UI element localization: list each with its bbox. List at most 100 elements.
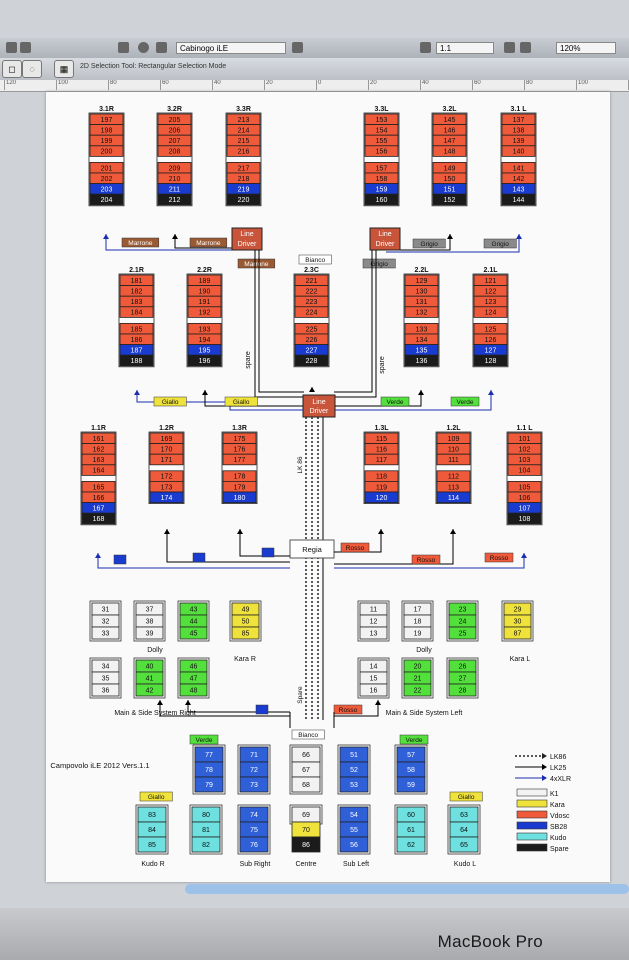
class-icon[interactable] (138, 42, 149, 53)
green-box-frame (446, 600, 479, 642)
vdosc-box (364, 145, 399, 157)
rect-select-button[interactable]: ◻ (2, 60, 22, 78)
kara-box-label: 50 (242, 619, 250, 626)
tag-rosso-label: Rosso (339, 707, 358, 714)
vdosc-box-label: 115 (376, 436, 387, 443)
sb28-box-frame (237, 744, 271, 795)
legend-sb28-label: SB28 (550, 824, 567, 831)
vdosc-box-label: 118 (376, 474, 387, 481)
tag-marrone-label: Marrone (244, 261, 269, 268)
sb28-box-frame (192, 744, 226, 795)
settings-button[interactable]: ▦ (54, 60, 74, 78)
ruler-tick: 20 (264, 80, 273, 90)
layer-icon[interactable] (118, 42, 129, 53)
k1-box (91, 626, 120, 640)
k1-box-label: 37 (146, 607, 154, 614)
sb28-box-label: 219 (238, 187, 250, 194)
sb28-box (194, 776, 224, 793)
green-box-frame (401, 657, 434, 699)
vdosc-box-label: 129 (416, 278, 428, 285)
vdosc-box-label: 150 (444, 176, 456, 183)
arrow-icon (378, 529, 384, 534)
sb28-box-label: 71 (250, 752, 258, 759)
sb28-box-label: 107 (519, 506, 531, 513)
k1-box-label: 67 (302, 767, 310, 774)
gear-icon[interactable] (292, 42, 303, 53)
tag-grigio-label: Grigio (421, 241, 439, 248)
move-tool-icon[interactable] (20, 42, 31, 53)
ruler-tick: 120 (4, 80, 16, 90)
horizontal-scrollbar[interactable] (185, 884, 629, 894)
tag-verde-label: Verde (406, 737, 423, 744)
arrow-icon (185, 700, 191, 705)
vdosc-box-label: 201 (101, 165, 113, 172)
lk25-cable (386, 234, 520, 253)
vdosc-box-label: 101 (519, 436, 531, 443)
ruler-tick: 0 (316, 80, 321, 90)
tag-bianco-label: Bianco (305, 257, 325, 264)
vdosc-box (187, 306, 222, 318)
spare-vertical-label: Spare (297, 686, 304, 704)
vdosc-box-label: 223 (306, 299, 318, 306)
vdosc-box-label: 190 (199, 289, 211, 296)
tag-bianco-label: Bianco (298, 732, 318, 739)
vdosc-box-label: 218 (238, 176, 250, 183)
centre-label: Centre (295, 861, 316, 868)
hang-title: 3.2L (442, 106, 457, 113)
scale-field[interactable]: 1.1 (436, 42, 494, 54)
k1-box (359, 683, 388, 697)
legend-xlr-label: 4xXLR (550, 776, 571, 783)
version-label: Campovolo iLE 2012 Vers.1.1 (50, 761, 149, 770)
green-box-label: 28 (459, 688, 467, 695)
kudo-box-label: 82 (202, 842, 210, 849)
vdosc-box-label: 112 (448, 474, 459, 481)
arrow-icon (103, 234, 109, 239)
spare-box (473, 354, 508, 367)
sb28-box-label: 56 (350, 842, 358, 849)
sb28-box-label: 127 (485, 348, 497, 355)
arrow-tool-icon[interactable] (6, 42, 17, 53)
spare-box-label: 128 (485, 358, 497, 365)
tag-giallo-label: Giallo (162, 399, 179, 406)
k1-box-label: 32 (102, 619, 110, 626)
arrow-icon (237, 529, 243, 534)
k1-box-label: 38 (146, 619, 154, 626)
vdosc-box-label: 192 (199, 310, 211, 317)
spare-box-label: 86 (302, 842, 310, 849)
pencil-icon[interactable] (420, 42, 431, 53)
vdosc-box-label: 138 (513, 128, 525, 135)
hang-frame (156, 112, 193, 207)
sb28-box-label: 79 (205, 782, 213, 789)
lasso-select-button[interactable]: ◌ (22, 60, 42, 78)
tag-rosso (340, 542, 370, 553)
green-box-label: 24 (459, 619, 467, 626)
hang-title: 2.2L (414, 267, 429, 274)
tag-blu (192, 552, 206, 563)
main-toolbar: Cabinogo iLE 1.1 120% (0, 38, 629, 59)
legend-vdosc-label: Vdosc (550, 813, 570, 820)
zoom-field[interactable]: 120% (556, 42, 616, 54)
k1-box (91, 683, 120, 697)
k1-box-label: 12 (370, 619, 378, 626)
hang-title: 1.3L (374, 425, 389, 432)
lk86-cable (166, 529, 290, 563)
ruler-tick: 40 (212, 80, 221, 90)
pan-icon[interactable] (520, 42, 531, 53)
class-field[interactable]: Cabinogo iLE (176, 42, 286, 54)
lk25-cable (335, 390, 492, 411)
sb28-box-label: 74 (250, 812, 258, 819)
line-driver-box (369, 227, 401, 251)
vdosc-box-label: 113 (448, 484, 459, 491)
vdosc-box-label: 171 (161, 457, 173, 464)
tag-verde-label: Verde (387, 399, 404, 406)
view-icon[interactable] (156, 42, 167, 53)
hang-title: 3.1 L (511, 106, 528, 113)
hang-frame (88, 112, 125, 207)
lk25-cable (105, 234, 242, 251)
kudo-box (191, 836, 221, 853)
zoom-icon[interactable] (504, 42, 515, 53)
arrow-icon (542, 753, 547, 759)
vdosc-box (507, 464, 542, 476)
kudo-box-label: 81 (202, 827, 210, 834)
hang-frame (221, 431, 258, 504)
